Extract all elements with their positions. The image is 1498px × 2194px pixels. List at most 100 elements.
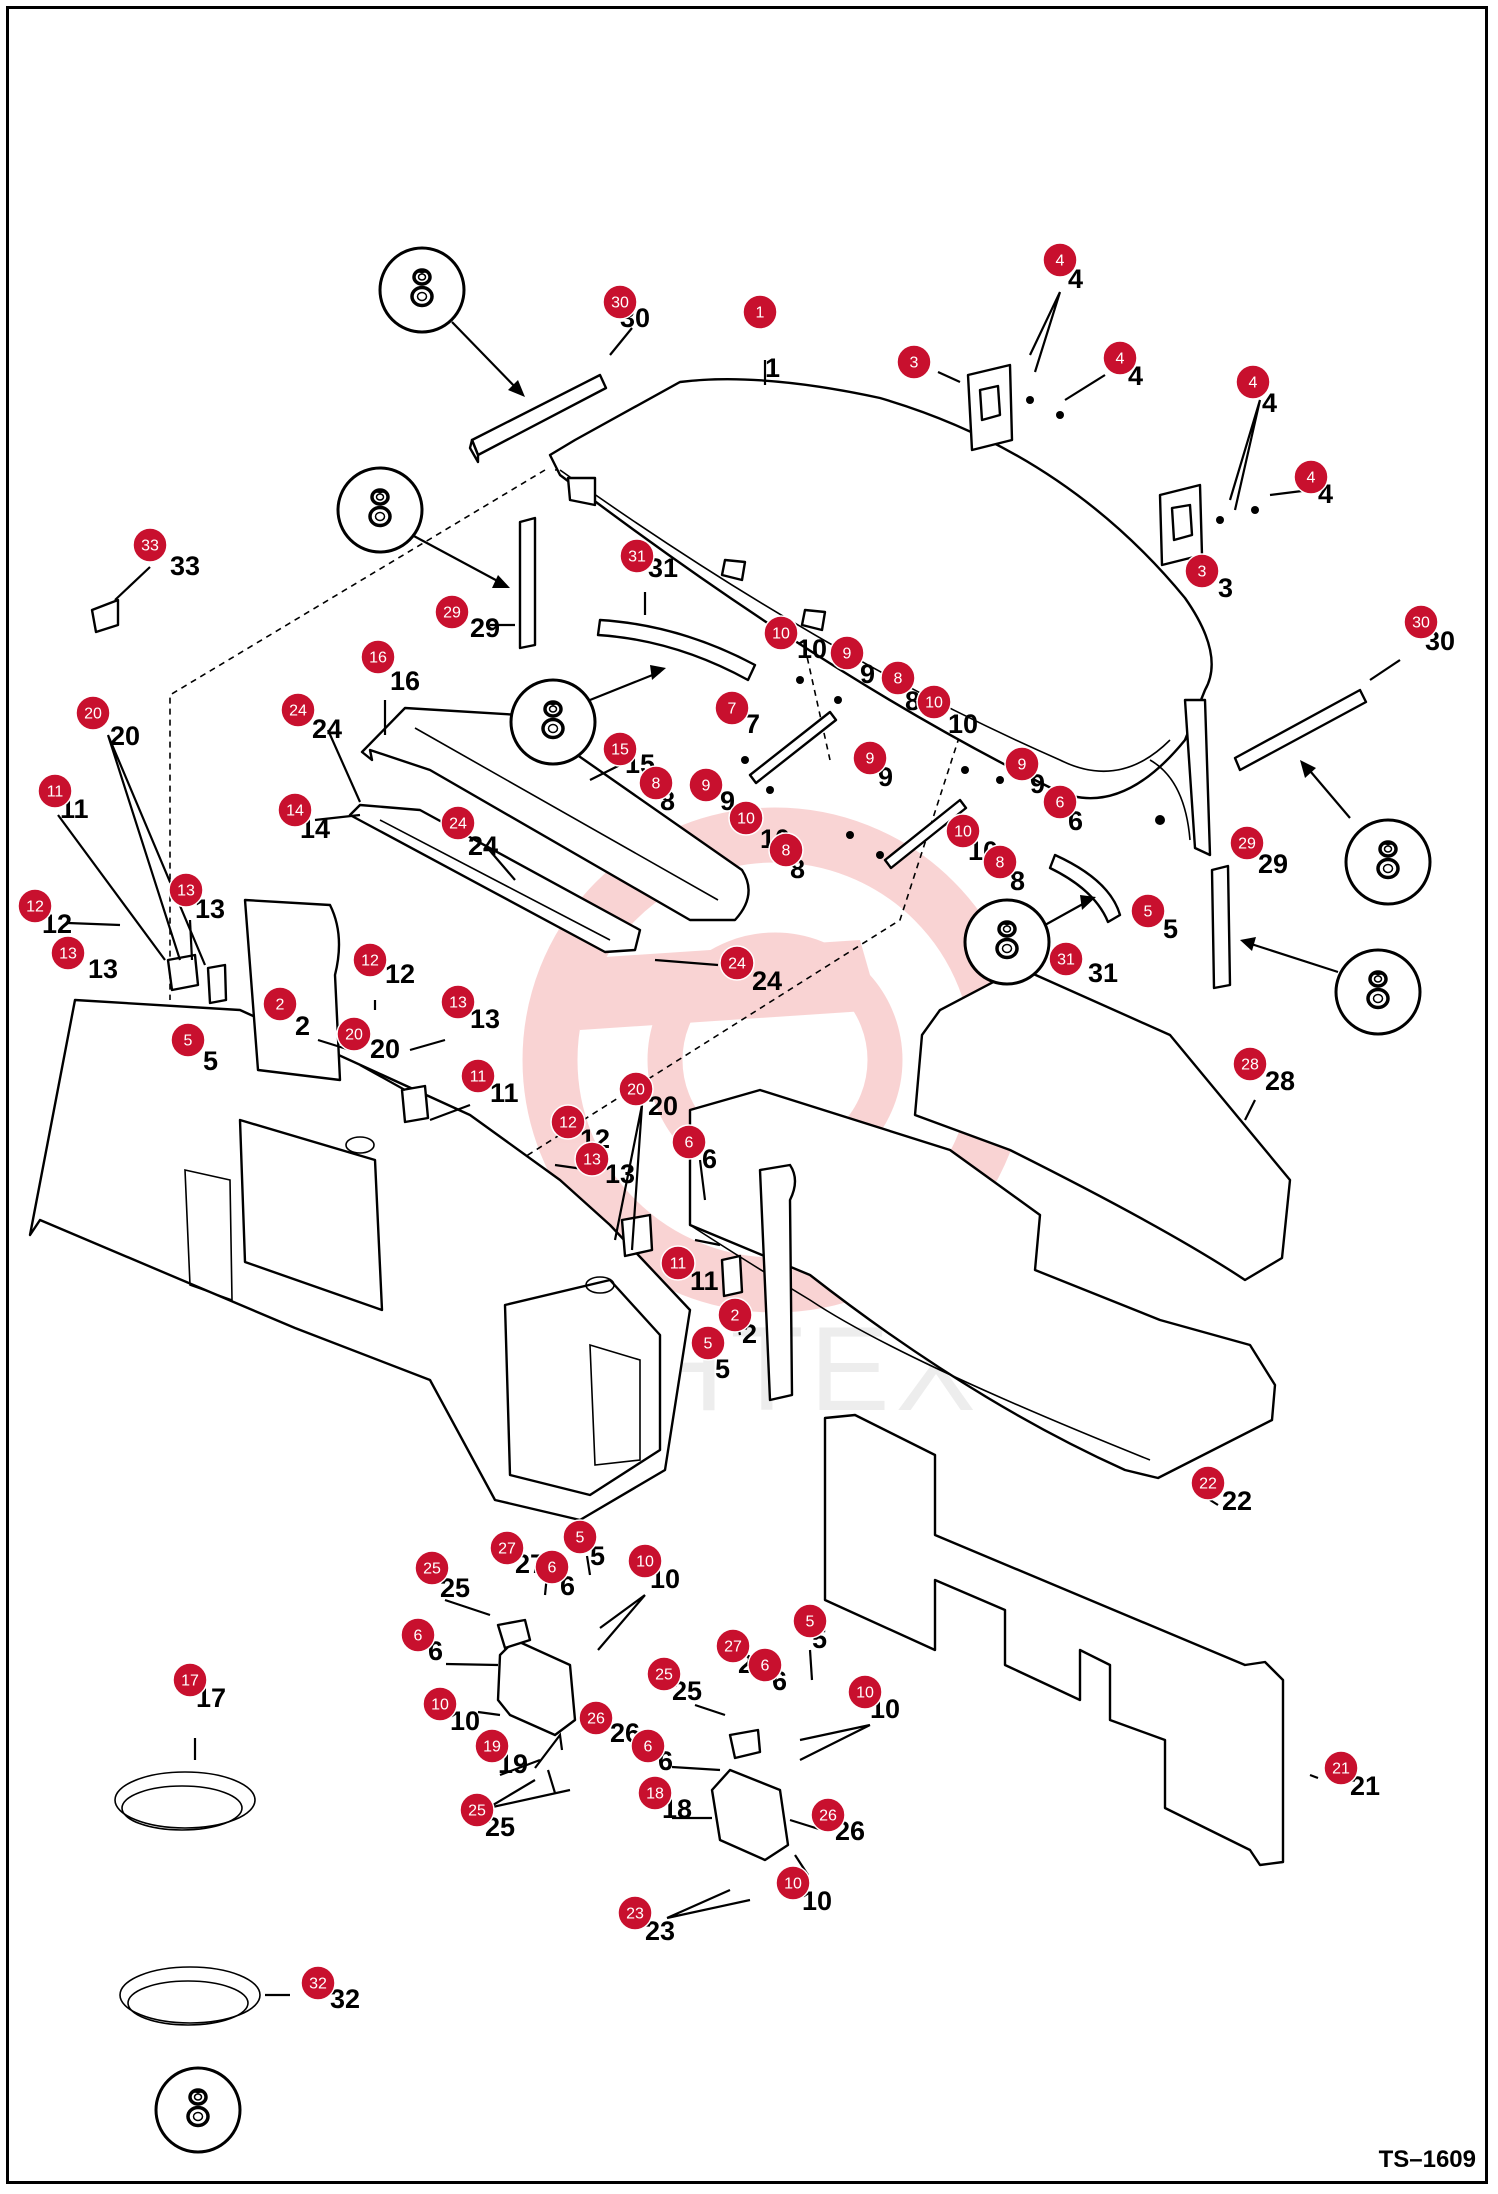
callout-badge-10[interactable]: 10 [422, 1686, 458, 1722]
callout-badge-10[interactable]: 10 [627, 1543, 663, 1579]
part-number-11: 11 [490, 1078, 519, 1108]
callout-badge-12[interactable]: 12 [550, 1104, 586, 1140]
callout-badge-20[interactable]: 20 [75, 695, 111, 731]
callout-badge-9[interactable]: 9 [829, 635, 865, 671]
callout-badge-26[interactable]: 26 [810, 1797, 846, 1833]
callout-badge-30[interactable]: 30 [602, 284, 638, 320]
callout-badge-6[interactable]: 6 [1042, 784, 1078, 820]
callout-badge-6[interactable]: 6 [630, 1728, 666, 1764]
callout-badge-6[interactable]: 6 [747, 1647, 783, 1683]
callout-badge-10[interactable]: 10 [847, 1674, 883, 1710]
callout-badge-13[interactable]: 13 [168, 872, 204, 908]
callout-badge-4[interactable]: 4 [1042, 242, 1078, 278]
callout-badge-label: 16 [369, 650, 387, 667]
callout-badge-10[interactable]: 10 [728, 800, 764, 836]
callout-badge-label: 10 [431, 1697, 449, 1714]
callout-badge-8[interactable]: 8 [982, 844, 1018, 880]
callout-badge-20[interactable]: 20 [618, 1071, 654, 1107]
callout-badge-7[interactable]: 7 [714, 690, 750, 726]
callout-badge-24[interactable]: 24 [440, 805, 476, 841]
callout-badge-32[interactable]: 32 [300, 1965, 336, 2001]
callout-badge-14[interactable]: 14 [277, 792, 313, 828]
callout-badge-24[interactable]: 24 [280, 692, 316, 728]
callout-badge-6[interactable]: 6 [671, 1124, 707, 1160]
callout-badge-28[interactable]: 28 [1232, 1046, 1268, 1082]
callout-badge-24[interactable]: 24 [719, 945, 755, 981]
callout-badge-18[interactable]: 18 [637, 1775, 673, 1811]
callout-badge-8[interactable]: 8 [880, 660, 916, 696]
callout-badge-12[interactable]: 12 [17, 888, 53, 924]
callout-badge-5[interactable]: 5 [170, 1022, 206, 1058]
callout-badge-6[interactable]: 6 [534, 1549, 570, 1585]
callout-badge-circle [1130, 893, 1166, 929]
callout-badge-30[interactable]: 30 [1403, 604, 1439, 640]
callout-badge-label: 5 [1144, 904, 1153, 921]
callout-badge-label: 5 [806, 1614, 815, 1631]
callout-badge-5[interactable]: 5 [562, 1519, 598, 1555]
callout-badge-1[interactable]: 1 [742, 294, 778, 330]
callout-badge-25[interactable]: 25 [459, 1792, 495, 1828]
callout-badge-31[interactable]: 31 [1048, 941, 1084, 977]
part-3-latch-lower [1158, 483, 1259, 567]
callout-badge-circle [75, 695, 111, 731]
callout-badge-29[interactable]: 29 [434, 594, 470, 630]
callout-badge-13[interactable]: 13 [440, 984, 476, 1020]
callout-badge-10[interactable]: 10 [763, 615, 799, 651]
callout-badge-3[interactable]: 3 [896, 344, 932, 380]
callout-badge-16[interactable]: 16 [360, 639, 396, 675]
callout-badge-label: 13 [449, 995, 467, 1012]
callout-badge-label: 10 [856, 1685, 874, 1702]
callout-badge-17[interactable]: 17 [172, 1662, 208, 1698]
callout-badge-circle [400, 1617, 436, 1653]
callout-badge-4[interactable]: 4 [1102, 340, 1138, 376]
callout-badge-10[interactable]: 10 [916, 684, 952, 720]
callout-badge-circle [1229, 825, 1265, 861]
callout-badge-5[interactable]: 5 [1130, 893, 1166, 929]
callout-badge-29[interactable]: 29 [1229, 825, 1265, 861]
callout-badge-13[interactable]: 13 [574, 1141, 610, 1177]
callout-badge-circle [660, 1245, 696, 1281]
callout-badge-2[interactable]: 2 [717, 1297, 753, 1333]
callout-badge-2[interactable]: 2 [262, 986, 298, 1022]
callout-badge-circle [602, 731, 638, 767]
callout-badge-23[interactable]: 23 [617, 1895, 653, 1931]
callout-badge-10[interactable]: 10 [945, 813, 981, 849]
callout-badge-label: 12 [559, 1115, 577, 1132]
callout-badge-25[interactable]: 25 [646, 1656, 682, 1692]
callout-badge-4[interactable]: 4 [1235, 364, 1271, 400]
callout-badge-5[interactable]: 5 [690, 1325, 726, 1361]
callout-badge-11[interactable]: 11 [37, 773, 73, 809]
callout-badge-circle [352, 942, 388, 978]
callout-badge-22[interactable]: 22 [1190, 1465, 1226, 1501]
callout-badge-15[interactable]: 15 [602, 731, 638, 767]
callout-badge-8[interactable]: 8 [638, 765, 674, 801]
callout-badge-27[interactable]: 27 [489, 1530, 525, 1566]
callout-badge-4[interactable]: 4 [1293, 459, 1329, 495]
callout-badge-19[interactable]: 19 [474, 1728, 510, 1764]
callout-badge-11[interactable]: 11 [460, 1058, 496, 1094]
callout-badge-9[interactable]: 9 [1004, 746, 1040, 782]
callout-badge-11[interactable]: 11 [660, 1245, 696, 1281]
part-number-13: 13 [605, 1159, 635, 1189]
callout-badge-8[interactable]: 8 [768, 832, 804, 868]
callout-badge-10[interactable]: 10 [775, 1865, 811, 1901]
callout-badge-3[interactable]: 3 [1184, 553, 1220, 589]
callout-badge-label: 17 [181, 1673, 199, 1690]
callout-badge-26[interactable]: 26 [578, 1700, 614, 1736]
callout-badge-21[interactable]: 21 [1323, 1750, 1359, 1786]
callout-badge-13[interactable]: 13 [50, 935, 86, 971]
part-19-latch [496, 1618, 577, 1737]
callout-badge-6[interactable]: 6 [400, 1617, 436, 1653]
callout-badge-27[interactable]: 27 [715, 1628, 751, 1664]
callout-badge-circle [1232, 1046, 1268, 1082]
callout-badge-9[interactable]: 9 [852, 740, 888, 776]
callout-badge-12[interactable]: 12 [352, 942, 388, 978]
callout-badge-33[interactable]: 33 [132, 527, 168, 563]
part-3-latch-upper [966, 363, 1064, 452]
callout-badge-20[interactable]: 20 [336, 1016, 372, 1052]
callout-badge-circle [630, 1728, 666, 1764]
callout-badge-9[interactable]: 9 [688, 767, 724, 803]
callout-badge-5[interactable]: 5 [792, 1603, 828, 1639]
callout-badge-31[interactable]: 31 [619, 538, 655, 574]
callout-badge-25[interactable]: 25 [414, 1550, 450, 1586]
